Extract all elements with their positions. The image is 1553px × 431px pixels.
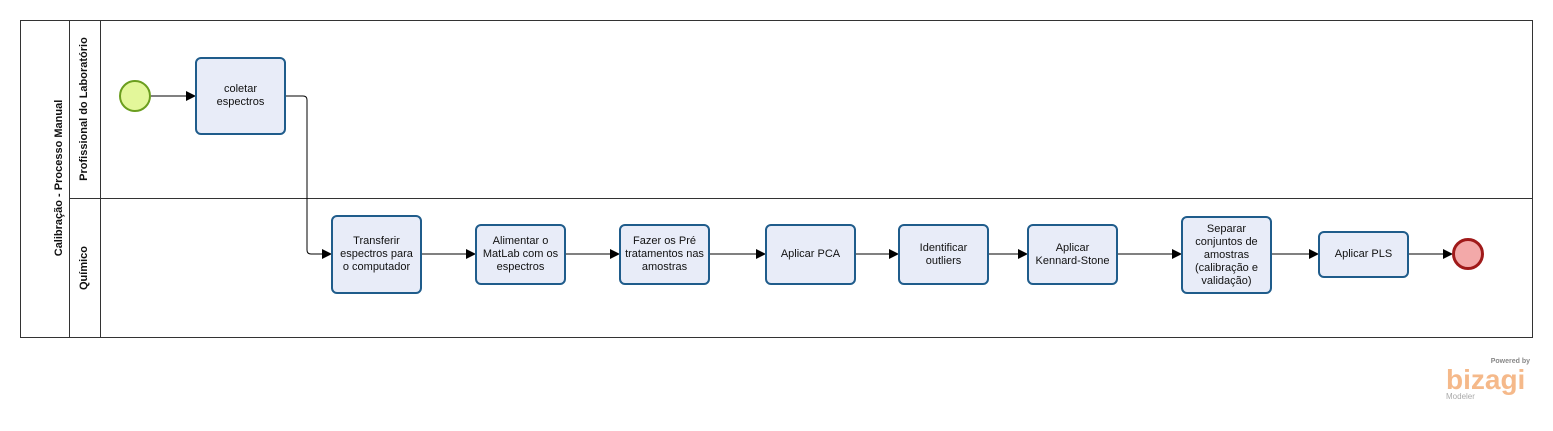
lane-divider bbox=[70, 198, 1533, 199]
bizagi-logo: Powered by bizagi Modeler bbox=[1444, 358, 1534, 402]
task-pretratamentos[interactable]: Fazer os Pré tratamentos nas amostras bbox=[619, 224, 710, 285]
task-kennard-stone[interactable]: Aplicar Kennard-Stone bbox=[1027, 224, 1118, 285]
lane-header-column bbox=[70, 20, 101, 338]
pool-header bbox=[20, 20, 70, 338]
task-alimentar[interactable]: Alimentar o MatLab com os espectros bbox=[475, 224, 566, 285]
end-event[interactable] bbox=[1452, 238, 1484, 270]
task-pca[interactable]: Aplicar PCA bbox=[765, 224, 856, 285]
logo-brand: bizagi bbox=[1446, 364, 1526, 395]
logo-powered-by: Powered by bbox=[1490, 358, 1530, 365]
flow-coletar-transferir bbox=[286, 95, 332, 259]
task-pls[interactable]: Aplicar PLS bbox=[1318, 231, 1409, 278]
logo-product: Modeler bbox=[1446, 392, 1475, 401]
task-transferir[interactable]: Transferir espectros para o computador bbox=[331, 215, 422, 294]
start-event[interactable] bbox=[119, 80, 151, 112]
task-separar[interactable]: Separar conjuntos de amostras (calibraçã… bbox=[1181, 216, 1272, 294]
pool bbox=[20, 20, 1533, 338]
task-outliers[interactable]: Identificar outliers bbox=[898, 224, 989, 285]
task-coletar[interactable]: coletar espectros bbox=[195, 57, 286, 135]
